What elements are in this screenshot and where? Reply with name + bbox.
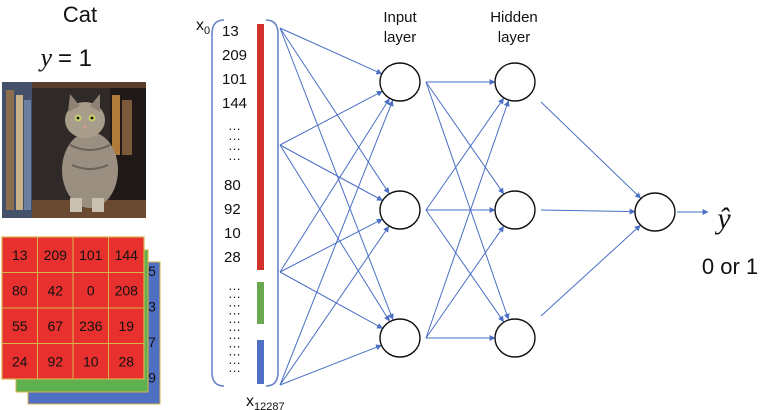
- edge-arrow: [279, 144, 390, 322]
- edge-arrow: [425, 81, 504, 195]
- green-segment-bar: [257, 282, 264, 324]
- vector-right-bracket: [265, 19, 279, 387]
- blue-segment-bar: [257, 340, 264, 384]
- edge-arrow: [425, 209, 504, 323]
- red-cell-value: 80: [12, 282, 28, 298]
- edge-arrow: [279, 27, 383, 75]
- nodes: [379, 62, 676, 358]
- vector-value: 28: [224, 249, 241, 266]
- input-layer-node: [379, 190, 421, 230]
- vector-ellipsis: …: [228, 352, 241, 367]
- edge-arrow: [540, 208, 636, 215]
- red-cell-value: 13: [12, 247, 28, 263]
- image-title: Cat: [63, 2, 97, 27]
- vector-ellipsis: …: [228, 311, 241, 326]
- vector-ellipsis: …: [228, 335, 241, 350]
- edge-arrow: [279, 344, 382, 386]
- red-cell-value: 236: [79, 318, 103, 334]
- red-cell-value: 42: [47, 282, 63, 298]
- vector-value: 10: [224, 225, 241, 242]
- red-cell-value: 101: [79, 247, 103, 263]
- edge-arrow: [279, 100, 394, 386]
- blue-cell-value: 7: [148, 334, 156, 350]
- red-cell-value: 55: [12, 318, 28, 334]
- cat-photo: [2, 82, 146, 218]
- red-cell-value: 92: [47, 353, 63, 369]
- hidden-layer-label-line2: layer: [498, 29, 531, 46]
- edge-arrow: [540, 225, 641, 317]
- red-cell-value: 0: [87, 282, 95, 298]
- input-layer-node: [379, 62, 421, 102]
- y-hat: ŷ: [714, 202, 731, 235]
- blue-cell-value: 5: [148, 263, 156, 279]
- red-cell-value: 209: [44, 247, 68, 263]
- blue-cell-value: 9: [148, 370, 156, 386]
- vector-ellipsis: …: [228, 286, 241, 301]
- edge-arrow: [279, 271, 384, 329]
- vector-ellipsis: …: [228, 148, 241, 163]
- input-layer-label-line1: Input: [383, 9, 417, 26]
- input-layer-label-line2: layer: [384, 29, 417, 46]
- channel-matrices: 13 209 101 144 80 42 0 208 55 67 236 19 24 92 10 28 5 3 7…: [1, 236, 161, 405]
- edges: [279, 27, 709, 386]
- vector-ellipsis: …: [228, 294, 241, 309]
- hidden-layer-node: [494, 190, 536, 230]
- vector-left-bracket: [211, 19, 225, 387]
- vector-ellipsis: …: [228, 360, 241, 375]
- red-cell-value: 24: [12, 353, 28, 369]
- vector-ellipsis: …: [228, 319, 241, 334]
- edge-arrow: [279, 98, 390, 273]
- vector-value: 13: [222, 23, 239, 40]
- vector-ellipsis: …: [228, 303, 241, 318]
- edge-arrow: [279, 218, 383, 273]
- edge-arrow: [279, 27, 390, 194]
- x12287-label: x12287: [246, 393, 285, 410]
- input-layer-node: [379, 318, 421, 358]
- y-symbol: y: [37, 43, 52, 72]
- edge-arrow: [425, 225, 504, 339]
- red-segment-bar: [257, 24, 264, 270]
- vector-ellipsis: …: [228, 344, 241, 359]
- edge-arrow: [425, 97, 504, 211]
- edge-arrow: [425, 81, 510, 320]
- vector-values: 13209101144…………80921028……………………………: [222, 23, 247, 375]
- edge-arrow: [279, 90, 383, 146]
- red-cell-value: 208: [115, 282, 139, 298]
- x0-label: x0: [196, 17, 210, 37]
- vector-value: 92: [224, 201, 241, 218]
- red-cell-value: 19: [118, 318, 134, 334]
- vector-value: 144: [222, 95, 247, 112]
- vector-ellipsis: …: [228, 138, 241, 153]
- red-cell-value: 67: [47, 318, 63, 334]
- vector-value: 101: [222, 71, 247, 88]
- edge-arrow: [540, 101, 642, 199]
- edge-arrow: [279, 225, 390, 386]
- vector-value: 80: [224, 177, 241, 194]
- vector-ellipsis: …: [228, 278, 241, 293]
- output-node: [634, 192, 676, 232]
- edge-arrow: [279, 144, 383, 201]
- vector-value: 209: [222, 47, 247, 64]
- vector-ellipsis: …: [228, 118, 241, 133]
- red-cell-value: 144: [115, 247, 139, 263]
- hidden-layer-label-line1: Hidden: [490, 9, 538, 26]
- edge-arrow: [279, 27, 394, 320]
- output-result: 0 or 1: [702, 254, 758, 279]
- y-value: = 1: [58, 45, 92, 72]
- red-cell-value: 10: [83, 353, 99, 369]
- red-cell-value: 28: [118, 353, 134, 369]
- edge-arrow: [425, 100, 510, 339]
- hidden-layer-node: [494, 318, 536, 358]
- vector-ellipsis: …: [228, 327, 241, 342]
- vector-ellipsis: …: [228, 128, 241, 143]
- hidden-layer-node: [494, 62, 536, 102]
- blue-cell-value: 3: [148, 299, 156, 315]
